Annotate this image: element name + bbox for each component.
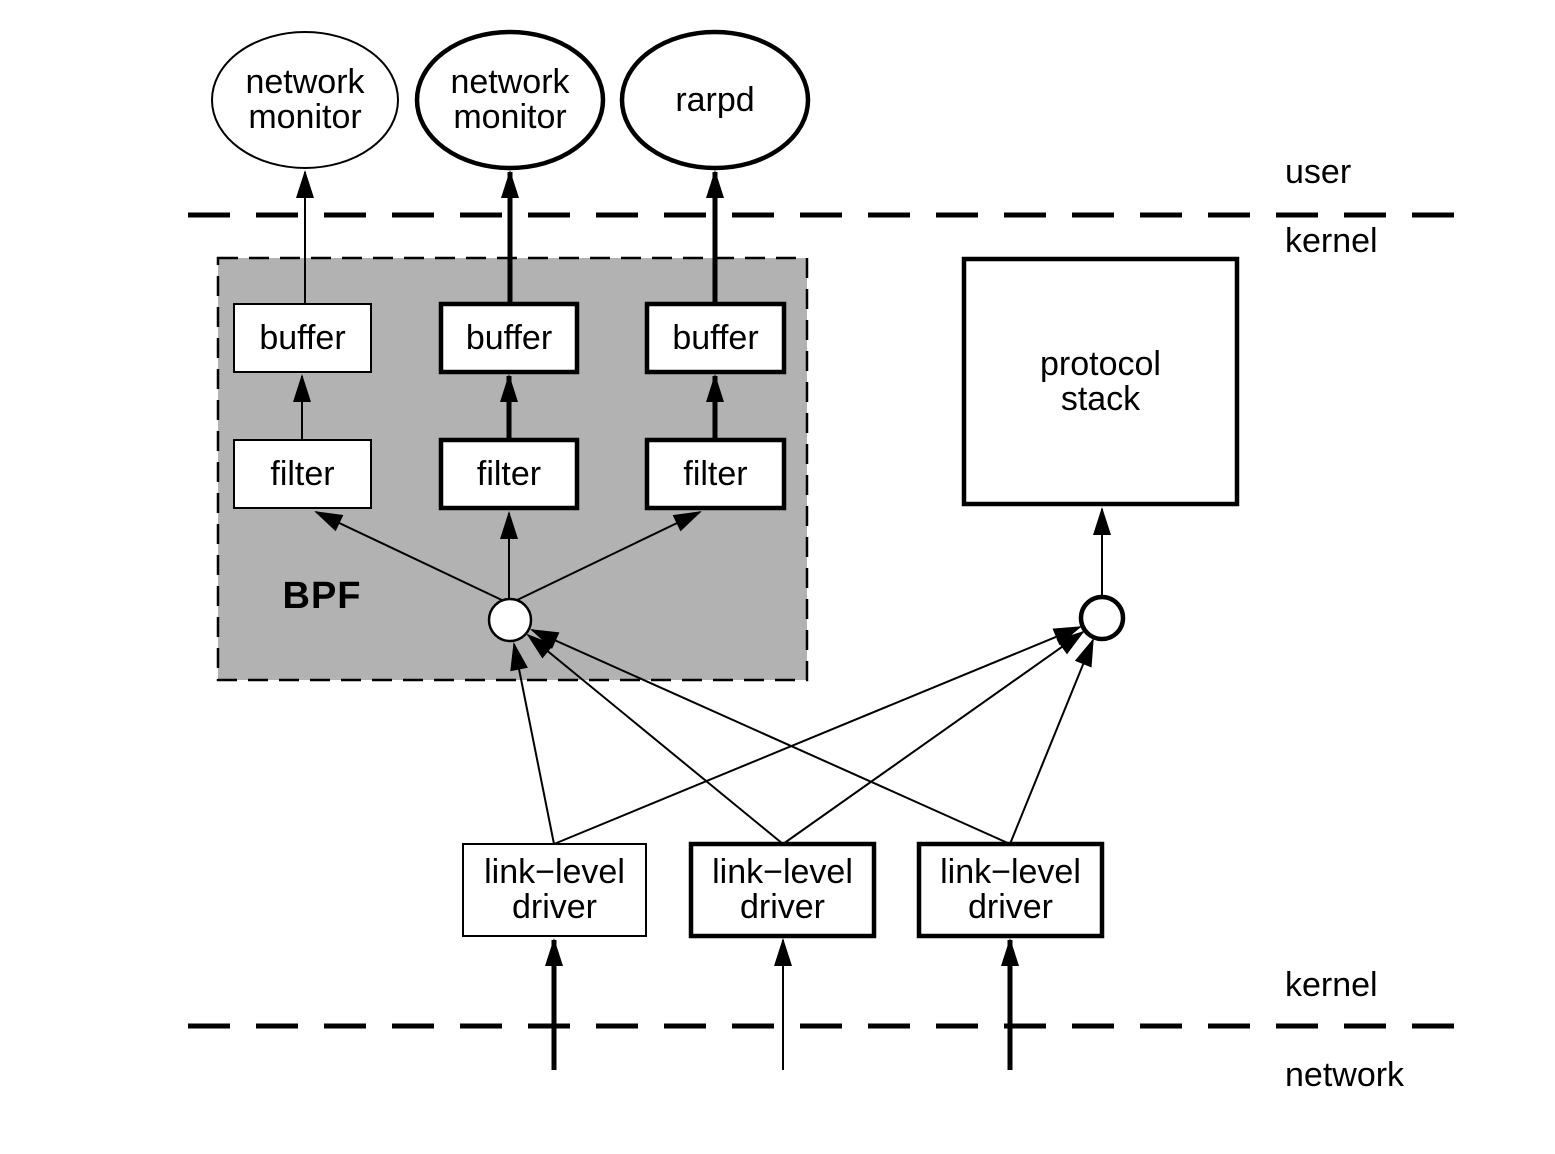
bpf-tap-circle: [487, 597, 533, 643]
arrow-driver2-to-protocol-tap: [782, 630, 1085, 845]
driver1-box: [462, 843, 647, 937]
arrow-tap-to-filter3: [512, 511, 702, 603]
filter3-box: [644, 437, 787, 511]
buffer2-box: [438, 301, 580, 375]
arrow-driver3-to-protocol-tap: [1009, 638, 1094, 845]
arrow-tap-to-filter1: [314, 511, 507, 603]
driver2-box: [688, 841, 877, 939]
rarpd-ellipse: [619, 29, 811, 171]
protocol-stack-box: [961, 256, 1240, 507]
driver3-box: [916, 841, 1105, 939]
arrow-driver2-to-bpf-tap: [526, 633, 784, 845]
network-monitor-1-ellipse: [211, 31, 399, 169]
buffer3-box: [644, 301, 787, 375]
buffer1-box: [233, 303, 372, 373]
protocol-tap-circle: [1078, 594, 1126, 642]
filter1-box: [233, 439, 372, 509]
arrow-driver3-to-bpf-tap: [530, 629, 1011, 845]
filter2-box: [438, 437, 580, 511]
arrow-driver1-to-protocol-tap: [553, 626, 1082, 845]
network-monitor-2-ellipse: [414, 29, 606, 171]
arrow-driver1-to-bpf-tap: [510, 642, 555, 845]
